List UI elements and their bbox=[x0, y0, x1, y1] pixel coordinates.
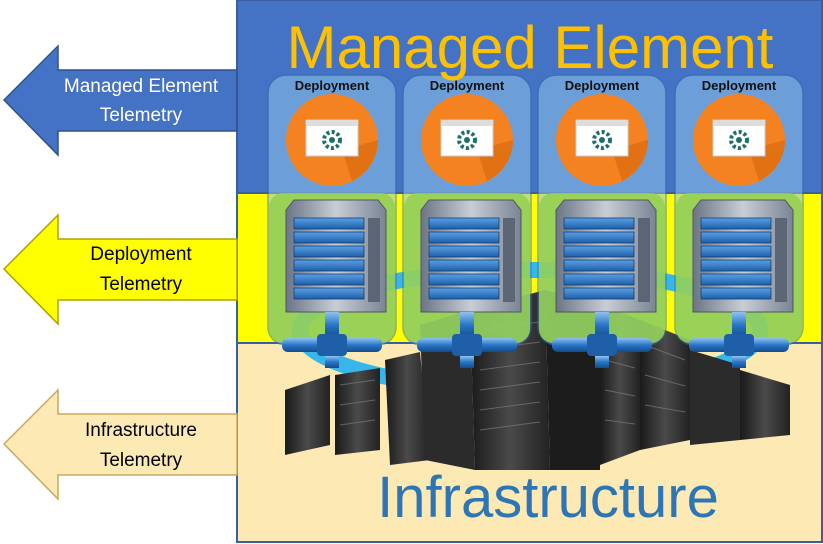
infrastructure-telemetry-label-line2: Telemetry bbox=[100, 450, 183, 471]
deployment-label: Deployment bbox=[702, 78, 777, 93]
server-tower-icon bbox=[692, 199, 794, 313]
server-tower-icon bbox=[420, 199, 522, 313]
deployment-label: Deployment bbox=[565, 78, 640, 93]
managed-element-telemetry-label-line1: Managed Element bbox=[64, 76, 219, 97]
deployment-telemetry-label-line1: Deployment bbox=[90, 244, 192, 265]
infrastructure-title: Infrastructure bbox=[377, 465, 719, 530]
gear-window-icon bbox=[286, 94, 378, 186]
managed-element-telemetry-arrow bbox=[2, 44, 238, 157]
managed-element-telemetry-label-line2: Telemetry bbox=[100, 105, 183, 126]
deployment-telemetry-arrow bbox=[2, 213, 238, 326]
deployment-telemetry-label-line2: Telemetry bbox=[100, 274, 183, 295]
infrastructure-telemetry-label-line1: Infrastructure bbox=[85, 420, 197, 441]
server-tower-icon bbox=[555, 199, 657, 313]
deployment-label: Deployment bbox=[430, 78, 505, 93]
pipe-connector-icon bbox=[552, 312, 652, 368]
server-tower-icon bbox=[285, 199, 387, 313]
gear-window-icon bbox=[556, 94, 648, 186]
gear-window-icon bbox=[693, 94, 785, 186]
infrastructure-telemetry-arrow bbox=[2, 388, 238, 501]
deployment-column: Deployment bbox=[674, 74, 804, 368]
gear-window-icon bbox=[421, 94, 513, 186]
pipe-connector-icon bbox=[689, 312, 789, 368]
deployment-column: Deployment bbox=[402, 74, 532, 368]
deployment-label: Deployment bbox=[295, 78, 370, 93]
deployment-column: Deployment bbox=[267, 74, 397, 368]
pipe-connector-icon bbox=[282, 312, 382, 368]
pipe-connector-icon bbox=[417, 312, 517, 368]
deployment-column: Deployment bbox=[537, 74, 667, 368]
managed-element-title: Managed Element bbox=[287, 14, 774, 81]
